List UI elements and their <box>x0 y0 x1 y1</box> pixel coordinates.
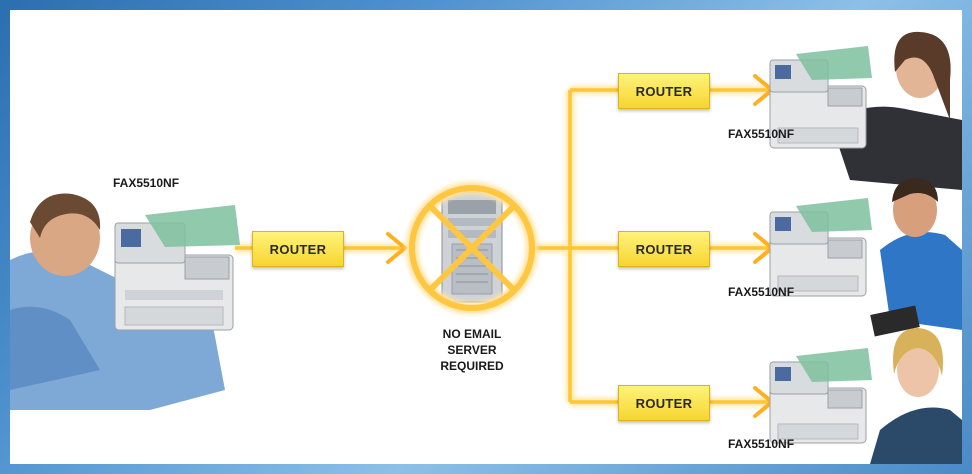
prohibited-icon <box>406 182 538 314</box>
server-caption-line-3: REQUIRED <box>440 359 504 373</box>
arrow-to-server <box>386 232 407 264</box>
sender-fax-machine-icon <box>105 195 240 340</box>
recipient-fax-2-label: FAX5510NF <box>728 285 795 299</box>
router-main: ROUTER <box>252 231 344 267</box>
recipient-fax-machine-2-icon <box>762 190 872 305</box>
server-caption: NO EMAIL SERVER REQUIRED <box>417 326 527 374</box>
router-branch-2: ROUTER <box>618 231 710 267</box>
diagram-canvas: ROUTER ROUTER ROUTER ROUTER FAX5510NF FA… <box>10 10 962 464</box>
sender-fax-label: FAX5510NF <box>113 176 180 190</box>
server-caption-line-1: NO EMAIL <box>442 327 502 341</box>
recipient-person-2-illustration <box>870 178 962 337</box>
recipient-fax-machine-1-icon <box>762 38 872 158</box>
recipient-fax-machine-3-icon <box>762 340 872 450</box>
recipient-fax-1-label: FAX5510NF <box>728 127 795 141</box>
recipient-person-3-illustration <box>870 328 962 464</box>
router-branch-1: ROUTER <box>618 73 710 109</box>
sender-person-illustration <box>10 193 225 410</box>
router-branch-3: ROUTER <box>618 385 710 421</box>
server-caption-line-2: SERVER <box>447 343 497 357</box>
recipient-fax-3-label: FAX5510NF <box>728 437 795 451</box>
